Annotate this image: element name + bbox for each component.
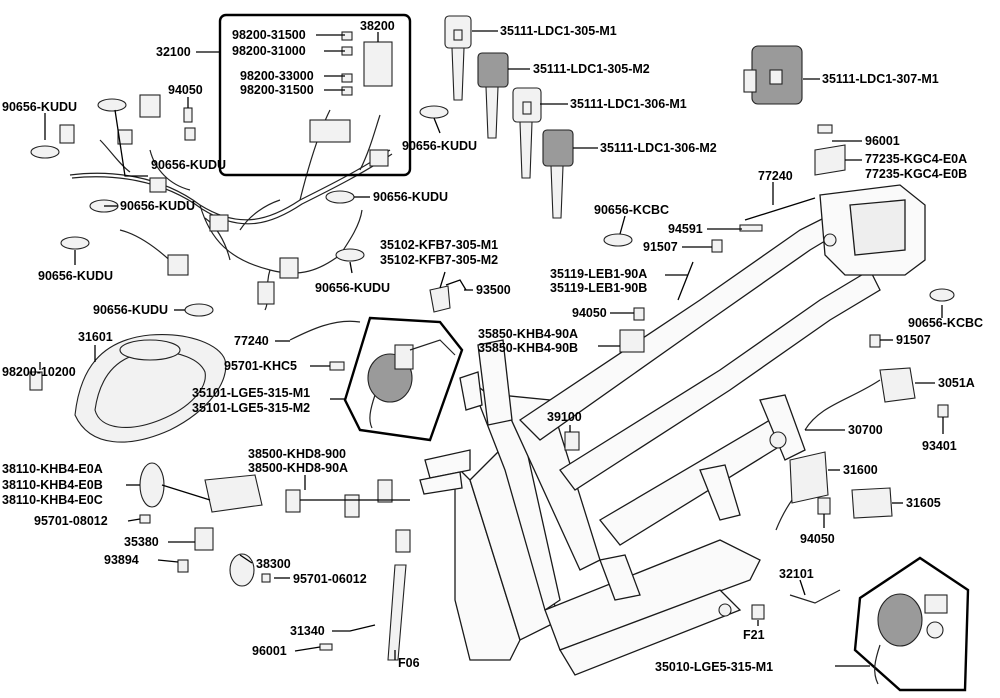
label-32101: 32101 xyxy=(779,567,814,581)
label-98200-10200: 98200-10200 xyxy=(2,365,76,379)
label-90656-kudu-8: 90656-KUDU xyxy=(315,281,390,295)
label-35102-m1: 35102-KFB7-305-M1 xyxy=(380,238,498,252)
label-94050-mid: 94050 xyxy=(572,306,607,320)
part-labels: 32100 98200-31500 38200 98200-31000 9820… xyxy=(2,19,983,674)
label-94050-low: 94050 xyxy=(800,532,835,546)
seat-box-31601 xyxy=(74,334,227,443)
label-35111-307-m1: 35111-LDC1-307-M1 xyxy=(822,72,939,86)
label-31600: 31600 xyxy=(843,463,878,477)
keys xyxy=(444,15,803,219)
label-91507-2: 91507 xyxy=(896,333,931,347)
label-31605: 31605 xyxy=(906,496,941,510)
label-f21: F21 xyxy=(743,628,765,642)
label-90656-kudu-2: 90656-KUDU xyxy=(151,158,226,172)
label-93894: 93894 xyxy=(104,553,139,567)
label-98200-31500-a: 98200-31500 xyxy=(232,28,306,42)
label-35111-305-m1: 35111-LDC1-305-M1 xyxy=(500,24,617,38)
label-35111-306-m1: 35111-LDC1-306-M1 xyxy=(570,97,687,111)
label-77240-top: 77240 xyxy=(758,169,793,183)
label-94050-top: 94050 xyxy=(168,83,203,97)
label-91507-1: 91507 xyxy=(643,240,678,254)
key-35111-305-m1 xyxy=(444,15,472,101)
label-95701-khc5: 95701-KHC5 xyxy=(224,359,297,373)
label-38500-90a: 38500-KHD8-90A xyxy=(248,461,348,475)
label-38200: 38200 xyxy=(360,19,395,33)
label-96001-low: 96001 xyxy=(252,644,287,658)
label-90656-kudu-3: 90656-KUDU xyxy=(120,199,195,213)
label-31601: 31601 xyxy=(78,330,113,344)
leader-lines xyxy=(39,30,944,667)
main-wire-harness xyxy=(59,94,393,311)
label-35102-m2: 35102-KFB7-305-M2 xyxy=(380,253,498,267)
boxed-group-35101 xyxy=(343,316,464,442)
label-96001-top: 96001 xyxy=(865,134,900,148)
label-90656-kcbc-1: 90656-KCBC xyxy=(594,203,669,217)
label-90656-kudu-4: 90656-KUDU xyxy=(38,269,113,283)
label-30700: 30700 xyxy=(848,423,883,437)
label-77235-e0a: 77235-KGC4-E0A xyxy=(865,152,967,166)
lock-assembly-35101 xyxy=(367,339,456,429)
key-35111-306-m2 xyxy=(542,129,574,219)
label-38110-e0b: 38110-KHB4-E0B xyxy=(2,478,103,492)
label-77240-mid: 77240 xyxy=(234,334,269,348)
label-98200-31000: 98200-31000 xyxy=(232,44,306,58)
scooter-frame xyxy=(419,184,926,676)
boxed-group-35010 xyxy=(853,556,970,692)
label-35111-305-m2: 35111-LDC1-305-M2 xyxy=(533,62,650,76)
label-90656-kudu-7: 90656-KUDU xyxy=(373,190,448,204)
label-35850-b: 35850-KHB4-90B xyxy=(478,341,578,355)
label-90656-kudu-1: 90656-KUDU xyxy=(2,100,77,114)
label-35850-a: 35850-KHB4-90A xyxy=(478,327,578,341)
boxed-group-38200 xyxy=(218,13,412,177)
label-31340: 31340 xyxy=(290,624,325,638)
key-35111-305-m2 xyxy=(477,52,509,139)
label-35101-m1: 35101-LGE5-315-M1 xyxy=(192,386,310,400)
label-35010-m1: 35010-LGE5-315-M1 xyxy=(655,660,773,674)
label-f06: F06 xyxy=(398,656,420,670)
label-35380: 35380 xyxy=(124,535,159,549)
label-90656-kcbc-2: 90656-KCBC xyxy=(908,316,983,330)
label-38300: 38300 xyxy=(256,557,291,571)
label-38110-e0c: 38110-KHB4-E0C xyxy=(2,493,103,507)
key-35111-307-m1 xyxy=(743,45,803,105)
misc-parts xyxy=(29,98,955,661)
label-35101-m2: 35101-LGE5-315-M2 xyxy=(192,401,310,415)
label-98200-31500-b: 98200-31500 xyxy=(240,83,314,97)
label-90656-kudu-6: 90656-KUDU xyxy=(402,139,477,153)
label-93401: 93401 xyxy=(922,439,957,453)
label-35111-306-m2: 35111-LDC1-306-M2 xyxy=(600,141,717,155)
label-94591: 94591 xyxy=(668,222,703,236)
label-39100: 39100 xyxy=(547,410,582,424)
label-35119-a: 35119-LEB1-90A xyxy=(550,267,647,281)
label-32100: 32100 xyxy=(156,45,191,59)
label-95701-06012: 95701-06012 xyxy=(293,572,367,586)
label-38500-900: 38500-KHD8-900 xyxy=(248,447,346,461)
label-95701-08012: 95701-08012 xyxy=(34,514,108,528)
fuses xyxy=(341,31,353,96)
lock-assembly-35010 xyxy=(874,593,948,685)
label-90656-kudu-5: 90656-KUDU xyxy=(93,303,168,317)
label-3051a: 3051A xyxy=(938,376,975,390)
key-35111-306-m1 xyxy=(512,87,542,179)
label-77235-e0b: 77235-KGC4-E0B xyxy=(865,167,967,181)
label-35119-b: 35119-LEB1-90B xyxy=(550,281,647,295)
label-93500: 93500 xyxy=(476,283,511,297)
label-98200-33000: 98200-33000 xyxy=(240,69,314,83)
label-38110-e0a: 38110-KHB4-E0A xyxy=(2,462,103,476)
